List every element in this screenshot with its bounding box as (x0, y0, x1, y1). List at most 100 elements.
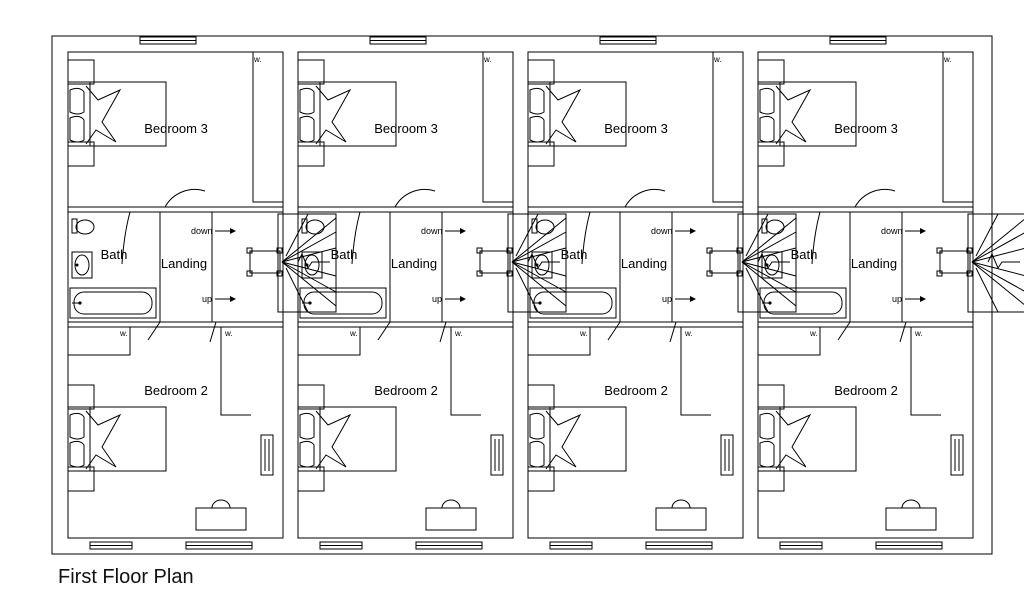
desk (195, 499, 247, 531)
window (139, 36, 197, 45)
wardrobe-bottom-right (450, 327, 481, 416)
label-wardrobe-mark: w. (943, 55, 952, 64)
wardrobe-top (252, 51, 284, 203)
staircase (476, 213, 567, 313)
label-wardrobe-mark: w. (579, 329, 588, 338)
wardrobe-top (482, 51, 514, 203)
stair-down-arrow (675, 228, 696, 234)
label-bedroom-top: Bedroom 3 (834, 121, 898, 136)
window (89, 541, 133, 550)
label-stair-down: down (421, 226, 443, 236)
bed-frame (67, 81, 167, 147)
bed-bottom (67, 384, 167, 492)
label-bedroom-bottom: Bedroom 2 (604, 383, 668, 398)
label-wardrobe-mark: w. (713, 55, 722, 64)
desk (885, 499, 937, 531)
wardrobe-top (942, 51, 974, 203)
desk-chair (441, 499, 461, 509)
bed-frame (757, 81, 857, 147)
label-wardrobe-mark: w. (253, 55, 262, 64)
stair-break (987, 252, 1020, 270)
newel-post (939, 250, 971, 274)
window (319, 541, 363, 550)
label-bedroom-top: Bedroom 3 (144, 121, 208, 136)
desk-chair (901, 499, 921, 509)
label-stair-down: down (881, 226, 903, 236)
toilet (761, 218, 785, 235)
bed-top (757, 59, 857, 167)
pillow (529, 87, 545, 115)
bed-frame (757, 406, 857, 472)
unit-outline (527, 51, 744, 539)
bedside-table (297, 466, 325, 492)
bedside-table (527, 384, 555, 410)
newel-post (479, 250, 511, 274)
door-swing (351, 211, 361, 265)
door-swing (837, 321, 907, 343)
stair-up-arrow (675, 296, 696, 302)
pillow (759, 412, 775, 440)
pillow (529, 440, 545, 468)
label-stair-up: up (432, 294, 442, 304)
wardrobe-bottom-left (297, 326, 361, 356)
label-bedroom-top: Bedroom 3 (604, 121, 668, 136)
window (779, 541, 823, 550)
label-wardrobe-mark: w. (914, 329, 923, 338)
pillow (759, 440, 775, 468)
pillow (759, 87, 775, 115)
bedside-table (67, 384, 95, 410)
bedside-table (67, 141, 95, 167)
pillow (299, 440, 315, 468)
label-bedroom-bottom: Bedroom 2 (834, 383, 898, 398)
stair-down-arrow (905, 228, 926, 234)
window (829, 36, 887, 45)
bedside-table (527, 59, 555, 85)
label-landing: Landing (391, 256, 437, 271)
duvet-fold (545, 85, 582, 145)
door-swing (811, 211, 821, 265)
label-stair-down: down (191, 226, 213, 236)
label-wardrobe-mark: w. (224, 329, 233, 338)
label-bedroom-top: Bedroom 3 (374, 121, 438, 136)
desk (425, 499, 477, 531)
wardrobe-bottom-left (67, 326, 131, 356)
pillow (759, 115, 775, 143)
bed-top (67, 59, 167, 167)
pillow (529, 412, 545, 440)
bed-top (527, 59, 627, 167)
bedside-table (527, 141, 555, 167)
label-bath: Bath (561, 247, 588, 262)
duvet-fold (85, 85, 122, 145)
bed-frame (527, 406, 627, 472)
label-wardrobe-mark: w. (454, 329, 463, 338)
duvet-fold (775, 410, 812, 470)
terrace-outline (51, 35, 993, 555)
door-swing (377, 321, 447, 343)
wardrobe-bottom-left (757, 326, 821, 356)
window (185, 541, 253, 550)
bed-frame (297, 81, 397, 147)
newel-post (249, 250, 281, 274)
wash-basin (761, 251, 783, 279)
stair-down-arrow (215, 228, 236, 234)
stair-up-arrow (445, 296, 466, 302)
door-swing (121, 211, 131, 265)
pillow (69, 87, 85, 115)
wash-basin (301, 251, 323, 279)
wash-basin (531, 251, 553, 279)
window (369, 36, 427, 45)
bedside-table (757, 384, 785, 410)
bedside-table (757, 59, 785, 85)
door-swing (607, 321, 677, 343)
wardrobe-bottom-right (680, 327, 711, 416)
desk (655, 499, 707, 531)
toilet (71, 218, 95, 235)
wardrobe-top (712, 51, 744, 203)
label-stair-up: up (202, 294, 212, 304)
label-wardrobe-mark: w. (809, 329, 818, 338)
